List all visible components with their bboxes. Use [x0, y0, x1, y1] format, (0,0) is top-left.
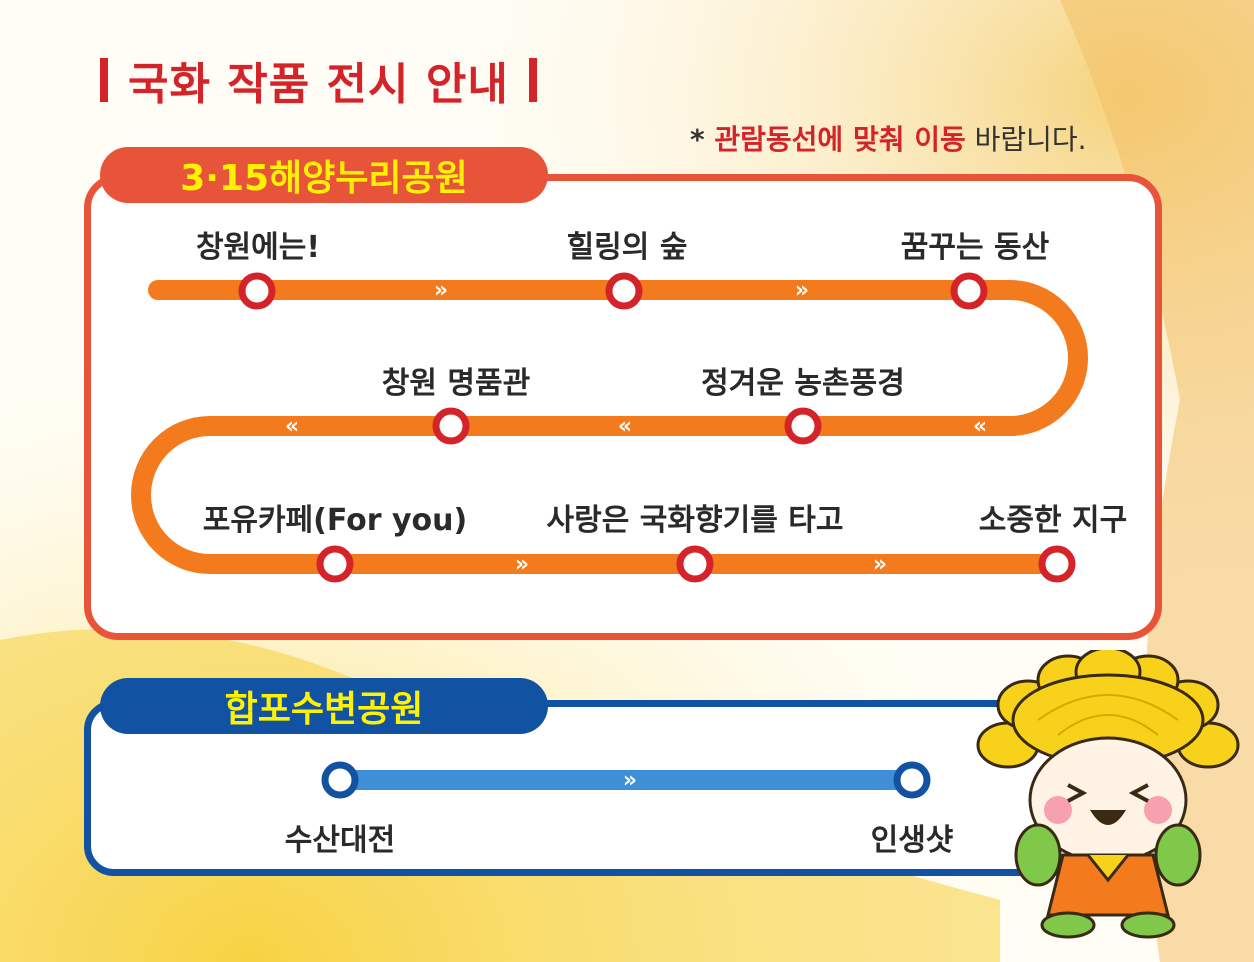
- station-label: 사랑은 국화향기를 타고: [546, 503, 844, 538]
- station-label: 힐링의 숲: [566, 230, 688, 265]
- station-circle-icon: [950, 272, 988, 310]
- station-label: 창원에는!: [195, 230, 321, 265]
- station-circle-icon: [605, 272, 643, 310]
- section-tag-happo: 합포수변공원: [100, 678, 548, 734]
- station-label: 포유카페(For you): [202, 503, 468, 538]
- station-label: 소중한 지구: [978, 503, 1128, 538]
- arrow-backward-icon: «: [973, 414, 987, 439]
- title-bar-right: [528, 58, 537, 102]
- chrysanthemum-mascot-icon: [976, 650, 1240, 939]
- station-circle-icon: [238, 272, 276, 310]
- station-circle-icon: [316, 545, 354, 583]
- page-title: 국화 작품 전시 안내: [100, 50, 537, 110]
- section-tag-haeyang: 3·15해양누리공원: [100, 147, 548, 203]
- station-circle-icon: [321, 761, 359, 799]
- station-circle-icon: [1038, 545, 1076, 583]
- station-label: 정겨운 농촌풍경: [701, 366, 905, 401]
- station-label: 인생샷: [870, 823, 954, 858]
- station-circle-icon: [676, 545, 714, 583]
- arrow-forward-icon: »: [623, 768, 637, 793]
- title-bar-left: [100, 58, 108, 102]
- station-label: 창원 명품관: [381, 366, 531, 401]
- route-line-haeyang: [131, 280, 1088, 574]
- arrow-backward-icon: «: [618, 414, 632, 439]
- arrow-forward-icon: »: [515, 552, 529, 577]
- station-circle-icon: [893, 761, 931, 799]
- arrow-forward-icon: »: [795, 278, 809, 303]
- arrow-forward-icon: »: [873, 552, 887, 577]
- station-circle-icon: [784, 407, 822, 445]
- route-note: * 관람동선에 맞춰 이동 바랍니다.: [690, 123, 1087, 156]
- station-label: 꿈꾸는 동산: [900, 230, 1050, 265]
- station-label: 수산대전: [284, 823, 396, 858]
- arrow-forward-icon: »: [434, 278, 448, 303]
- arrow-backward-icon: «: [285, 414, 299, 439]
- station-circle-icon: [432, 407, 470, 445]
